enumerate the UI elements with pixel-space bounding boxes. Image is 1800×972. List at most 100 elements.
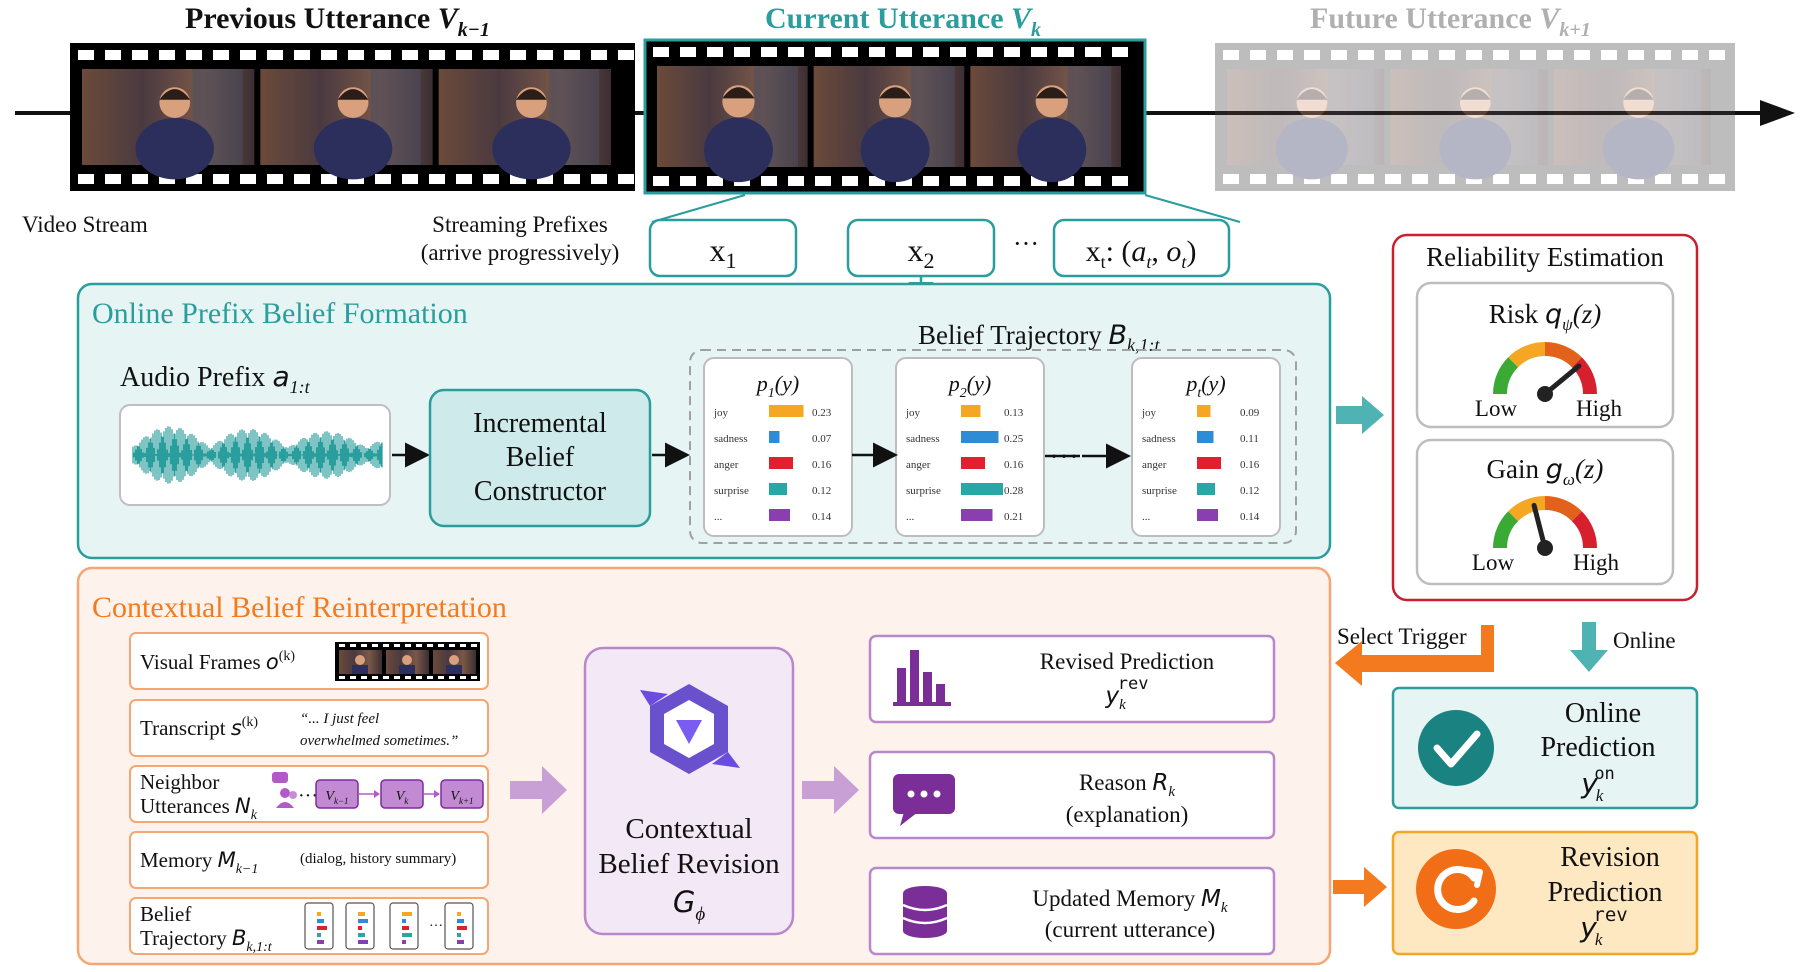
film-sprocket-hole: [1655, 174, 1671, 184]
people-icon: [272, 772, 297, 808]
person-hair: [878, 87, 912, 99]
film-sprocket-hole: [923, 176, 939, 186]
person-body: [704, 117, 773, 183]
previous-utterance-filmstrip: [70, 43, 635, 191]
gauge-segment: [1571, 511, 1597, 548]
probability-value: 0.16: [1240, 459, 1260, 471]
mini-bar: [358, 919, 368, 923]
risk-high-label: High: [1576, 396, 1623, 421]
mini-film-hole: [416, 644, 422, 647]
bar-category-label: ...: [906, 511, 915, 523]
film-sprocket-hole: [375, 50, 391, 60]
video-frame: [1553, 69, 1711, 165]
person-body: [1276, 117, 1348, 180]
film-sprocket-hole: [1547, 50, 1563, 60]
film-sprocket-hole: [618, 174, 634, 184]
bar-category-label: joy: [1141, 407, 1157, 419]
mini-film-hole: [449, 644, 455, 647]
belief-card-title: pt(y): [1184, 371, 1225, 401]
film-sprocket-hole: [321, 174, 337, 184]
constructor-line3: Constructor: [474, 476, 607, 507]
gain-label: Gain gω(z): [1487, 454, 1604, 489]
probability-bar: [961, 509, 993, 521]
film-sprocket-hole: [483, 174, 499, 184]
film-sprocket-hole: [1004, 47, 1020, 57]
probability-value: 0.11: [1240, 433, 1259, 445]
film-sprocket-hole: [1250, 174, 1266, 184]
film-sprocket-hole: [1223, 174, 1239, 184]
film-sprocket-hole: [1466, 50, 1482, 60]
to-revision-arrow: [1333, 867, 1387, 907]
film-sprocket-hole: [680, 176, 696, 186]
film-sprocket-hole: [1277, 50, 1293, 60]
refresh-icon-arc: [1434, 866, 1478, 913]
film-sprocket-hole: [653, 47, 669, 57]
film-sprocket-hole: [483, 50, 499, 60]
current-utterance-title: Current Utterance Vk: [765, 2, 1041, 41]
gain-low-label: Low: [1472, 550, 1515, 575]
mini-film-hole: [427, 644, 433, 647]
film-sprocket-hole: [1112, 176, 1128, 186]
film-sprocket-hole: [653, 176, 669, 186]
film-sprocket-hole: [429, 50, 445, 60]
film-sprocket-hole: [734, 47, 750, 57]
film-sprocket-hole: [1085, 47, 1101, 57]
mini-film-hole: [383, 644, 389, 647]
neighbor-node-label: Vk−1: [325, 789, 348, 806]
film-sprocket-hole: [186, 50, 202, 60]
film-sprocket-hole: [267, 174, 283, 184]
film-sprocket-hole: [537, 174, 553, 184]
revision-var: Gϕ: [673, 885, 705, 925]
film-sprocket-hole: [105, 174, 121, 184]
person-hair: [159, 89, 191, 100]
film-sprocket-hole: [869, 47, 885, 57]
mini-cards-ellipsis: ···: [429, 919, 443, 934]
gauge-hub: [1537, 386, 1553, 402]
mini-bar: [317, 919, 324, 923]
probability-bar: [769, 405, 804, 417]
film-sprocket-hole: [1385, 50, 1401, 60]
neighbor-edge-head: [374, 790, 380, 798]
mini-bar: [402, 926, 409, 930]
mini-frame-head: [355, 655, 365, 665]
film-sprocket-hole: [1412, 174, 1428, 184]
belief-card: [703, 357, 853, 537]
gauge-segment: [1493, 511, 1519, 548]
constructor-line1: Incremental: [473, 408, 607, 439]
film-sprocket-hole: [842, 47, 858, 57]
film-sprocket-hole: [78, 174, 94, 184]
person-body: [860, 117, 930, 183]
belief-trajectory-label: Belief Trajectory Bk,1:t: [918, 320, 1160, 355]
film-sprocket-hole: [815, 176, 831, 186]
film-sprocket-hole: [1520, 50, 1536, 60]
mini-film-hole: [339, 644, 345, 647]
mini-bar: [457, 912, 461, 916]
probability-value: 0.13: [1004, 407, 1024, 419]
previous-utterance-title: Previous Utterance Vk−1: [185, 2, 490, 41]
mini-bar: [358, 940, 368, 944]
contextual-revision-box: [583, 646, 795, 936]
probability-bar: [961, 405, 981, 417]
bar-category-label: surprise: [1142, 485, 1177, 497]
online-prediction-line2: Prediction: [1540, 732, 1655, 763]
probability-value: 0.16: [1004, 459, 1024, 471]
select-trigger-arrow: [1335, 625, 1494, 686]
revision-to-outputs-arrow: [802, 766, 859, 814]
film-sprocket-hole: [213, 174, 229, 184]
video-frame-window: [1654, 69, 1701, 165]
probability-value: 0.28: [1004, 485, 1024, 497]
person-body: [1439, 117, 1512, 180]
mini-film-hole: [471, 676, 477, 679]
person-head: [1623, 87, 1654, 118]
film-sprocket-hole: [1358, 174, 1374, 184]
probability-bar: [1197, 509, 1218, 521]
revised-prediction-label: Revised Prediction: [1040, 649, 1215, 674]
mini-film-hole: [438, 644, 444, 647]
film-sprocket-hole: [456, 174, 472, 184]
film-sprocket-hole: [510, 174, 526, 184]
inputs-to-revision-arrow: [510, 766, 567, 814]
bar-category-label: joy: [905, 407, 921, 419]
film-sprocket-hole: [591, 50, 607, 60]
neighbor-node-label: Vk+1: [450, 789, 473, 806]
probability-value: 0.25: [1004, 433, 1024, 445]
